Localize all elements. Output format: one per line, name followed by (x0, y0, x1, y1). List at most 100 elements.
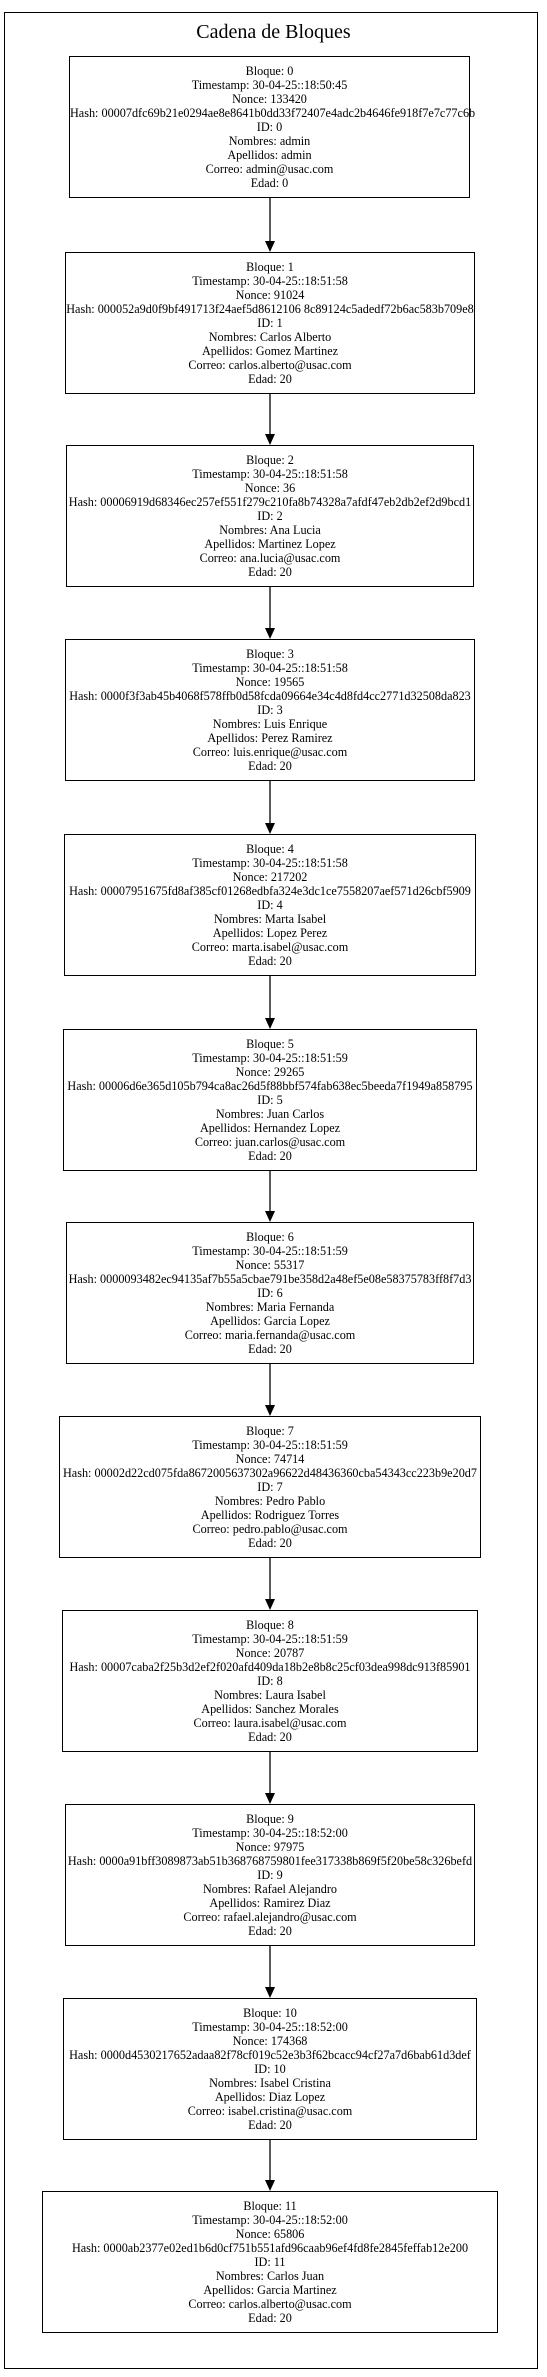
block-edad: Edad: 20 (248, 954, 292, 969)
block-timestamp: Timestamp: 30-04-25::18:51:58 (192, 660, 348, 675)
block-edad: Edad: 20 (248, 372, 292, 387)
block-nonce: Nonce: 97975 (235, 1839, 305, 1854)
block-nonce: Nonce: 174368 (232, 2033, 308, 2048)
block-timestamp: Timestamp: 30-04-25::18:51:58 (192, 855, 348, 870)
block-index: Bloque: 4 (246, 841, 294, 856)
block-nonce: Nonce: 217202 (232, 869, 308, 884)
block-index: Bloque: 6 (246, 1229, 294, 1244)
block-edad: Edad: 20 (248, 2311, 292, 2326)
block-hash: Hash: 00006d6e365d105b794ca8ac26d5f88bbf… (67, 1078, 473, 1093)
block-node: Bloque: 9 Timestamp: 30-04-25::18:52:00 … (65, 1804, 475, 1946)
block-nonce: Nonce: 133420 (232, 91, 307, 106)
block-node: Bloque: 11 Timestamp: 30-04-25::18:52:00… (42, 2191, 498, 2333)
chain-edge-arrowhead (265, 1793, 275, 1804)
block-nonce: Nonce: 65806 (235, 2226, 305, 2241)
block-correo: Correo: rafael.alejandro@usac.com (183, 1910, 357, 1925)
block-apellidos: Apellidos: Ramirez Diaz (209, 1896, 331, 1911)
diagram-title: Cadena de Bloques (196, 21, 351, 43)
block-apellidos: Apellidos: Perez Ramirez (207, 731, 333, 746)
chain-edge-arrowhead (265, 241, 275, 252)
block-edad: Edad: 0 (250, 176, 289, 191)
block-hash: Hash: 000052a9d0f9bf491713f24aef5d861210… (66, 301, 474, 316)
block-correo: Correo: luis.enrique@usac.com (192, 745, 348, 760)
block-index: Bloque: 1 (246, 259, 294, 274)
block-edad: Edad: 20 (248, 1924, 292, 1939)
block-apellidos: Apellidos: Hernandez Lopez (199, 1121, 341, 1136)
block-timestamp: Timestamp: 30-04-25::18:52:00 (192, 2019, 348, 2034)
block-hash: Hash: 0000a91bff3089873ab51b368768759801… (67, 1853, 473, 1868)
block-timestamp: Timestamp: 30-04-25::18:51:59 (192, 1243, 348, 1258)
block-apellidos: Apellidos: Garcia Lopez (210, 1314, 330, 1329)
block-id: ID: 11 (254, 2254, 286, 2269)
chain-edge-arrowhead (265, 823, 275, 834)
block-timestamp: Timestamp: 30-04-25::18:51:58 (192, 273, 348, 288)
block-index: Bloque: 8 (246, 1617, 294, 1632)
block-nonce: Nonce: 55317 (235, 1257, 305, 1272)
block-nonce: Nonce: 29265 (235, 1064, 305, 1079)
block-nombres: Nombres: Laura Isabel (214, 1688, 326, 1703)
block-id: ID: 0 (256, 119, 283, 134)
block-node: Bloque: 10 Timestamp: 30-04-25::18:52:00… (63, 1998, 477, 2140)
block-timestamp: Timestamp: 30-04-25::18:50:45 (191, 77, 348, 92)
block-correo: Correo: maria.fernanda@usac.com (184, 1328, 356, 1343)
block-nombres: Nombres: Rafael Alejandro (202, 1882, 338, 1897)
block-nombres: Nombres: Isabel Cristina (209, 2076, 331, 2091)
block-nombres: Nombres: Maria Fernanda (205, 1300, 335, 1315)
block-nonce: Nonce: 20787 (235, 1645, 305, 1660)
block-node: Bloque: 4 Timestamp: 30-04-25::18:51:58 … (64, 834, 476, 976)
block-id: ID: 1 (257, 315, 283, 330)
chain-edge-arrowhead (265, 1405, 275, 1416)
block-hash: Hash: 0000ab2377e02ed1b6d0cf751b551afd96… (71, 2240, 469, 2255)
block-timestamp: Timestamp: 30-04-25::18:51:58 (192, 466, 348, 481)
block-correo: Correo: ana.lucia@usac.com (199, 551, 341, 566)
chain-edge-arrowhead (265, 2180, 275, 2191)
block-timestamp: Timestamp: 30-04-25::18:52:00 (192, 2212, 348, 2227)
block-apellidos: Apellidos: Martinez Lopez (204, 537, 336, 552)
block-index: Bloque: 9 (246, 1811, 294, 1826)
block-apellidos: Apellidos: Lopez Perez (212, 926, 328, 941)
block-id: ID: 3 (257, 702, 283, 717)
block-timestamp: Timestamp: 30-04-25::18:51:59 (192, 1437, 348, 1452)
block-node: Bloque: 1 Timestamp: 30-04-25::18:51:58 … (65, 252, 475, 394)
block-node: Bloque: 5 Timestamp: 30-04-25::18:51:59 … (63, 1029, 477, 1171)
block-id: ID: 9 (257, 1867, 283, 1882)
block-index: Bloque: 5 (246, 1036, 294, 1051)
chain-edge-arrowhead (265, 1599, 275, 1610)
block-apellidos: Apellidos: Rodriguez Torres (200, 1508, 340, 1523)
block-hash: Hash: 0000d4530217652adaa82f78cf019c52e3… (69, 2047, 471, 2062)
block-edad: Edad: 20 (248, 1730, 292, 1745)
block-correo: Correo: isabel.cristina@usac.com (187, 2104, 353, 2119)
block-id: ID: 6 (257, 1285, 283, 1300)
chain-edge-arrowhead (265, 434, 275, 445)
block-correo: Correo: juan.carlos@usac.com (194, 1135, 346, 1150)
block-correo: Correo: admin@usac.com (205, 162, 334, 177)
block-nombres: Nombres: admin (228, 134, 311, 149)
block-index: Bloque: 11 (243, 2198, 297, 2213)
block-node: Bloque: 0 Timestamp: 30-04-25::18:50:45 … (69, 56, 476, 198)
block-hash: Hash: 00007dfc69b21e0294ae8e8641b0dd33f7… (70, 105, 476, 120)
block-apellidos: Apellidos: Sanchez Morales (201, 1702, 339, 1717)
block-hash: Hash: 00007caba2f25b3d2ef2f020afd409da18… (69, 1659, 471, 1674)
block-index: Bloque: 3 (246, 646, 294, 661)
block-correo: Correo: pedro.pablo@usac.com (192, 1522, 348, 1537)
block-hash: Hash: 0000f3f3ab45b4068f578ffb0d58fcda09… (69, 688, 471, 703)
block-hash: Hash: 00007951675fd8af385cf01268edbfa324… (69, 883, 471, 898)
block-correo: Correo: laura.isabel@usac.com (193, 1716, 347, 1731)
block-apellidos: Apellidos: Garcia Martinez (203, 2283, 337, 2298)
block-index: Bloque: 10 (243, 2005, 297, 2020)
chain-edge-arrowhead (265, 628, 275, 639)
block-nombres: Nombres: Ana Lucia (219, 523, 321, 538)
block-nonce: Nonce: 91024 (235, 287, 305, 302)
block-apellidos: Apellidos: admin (227, 148, 312, 163)
block-nonce: Nonce: 36 (244, 480, 296, 495)
block-index: Bloque: 7 (246, 1423, 294, 1438)
block-nombres: Nombres: Luis Enrique (212, 717, 328, 732)
block-id: ID: 5 (257, 1092, 283, 1107)
block-timestamp: Timestamp: 30-04-25::18:51:59 (192, 1050, 348, 1065)
block-hash: Hash: 00006919d68346ec257ef551f279c210fa… (68, 494, 472, 509)
block-index: Bloque: 0 (245, 63, 294, 78)
block-edad: Edad: 20 (248, 1149, 292, 1164)
block-nonce: Nonce: 19565 (235, 674, 305, 689)
block-node: Bloque: 2 Timestamp: 30-04-25::18:51:58 … (66, 445, 474, 587)
